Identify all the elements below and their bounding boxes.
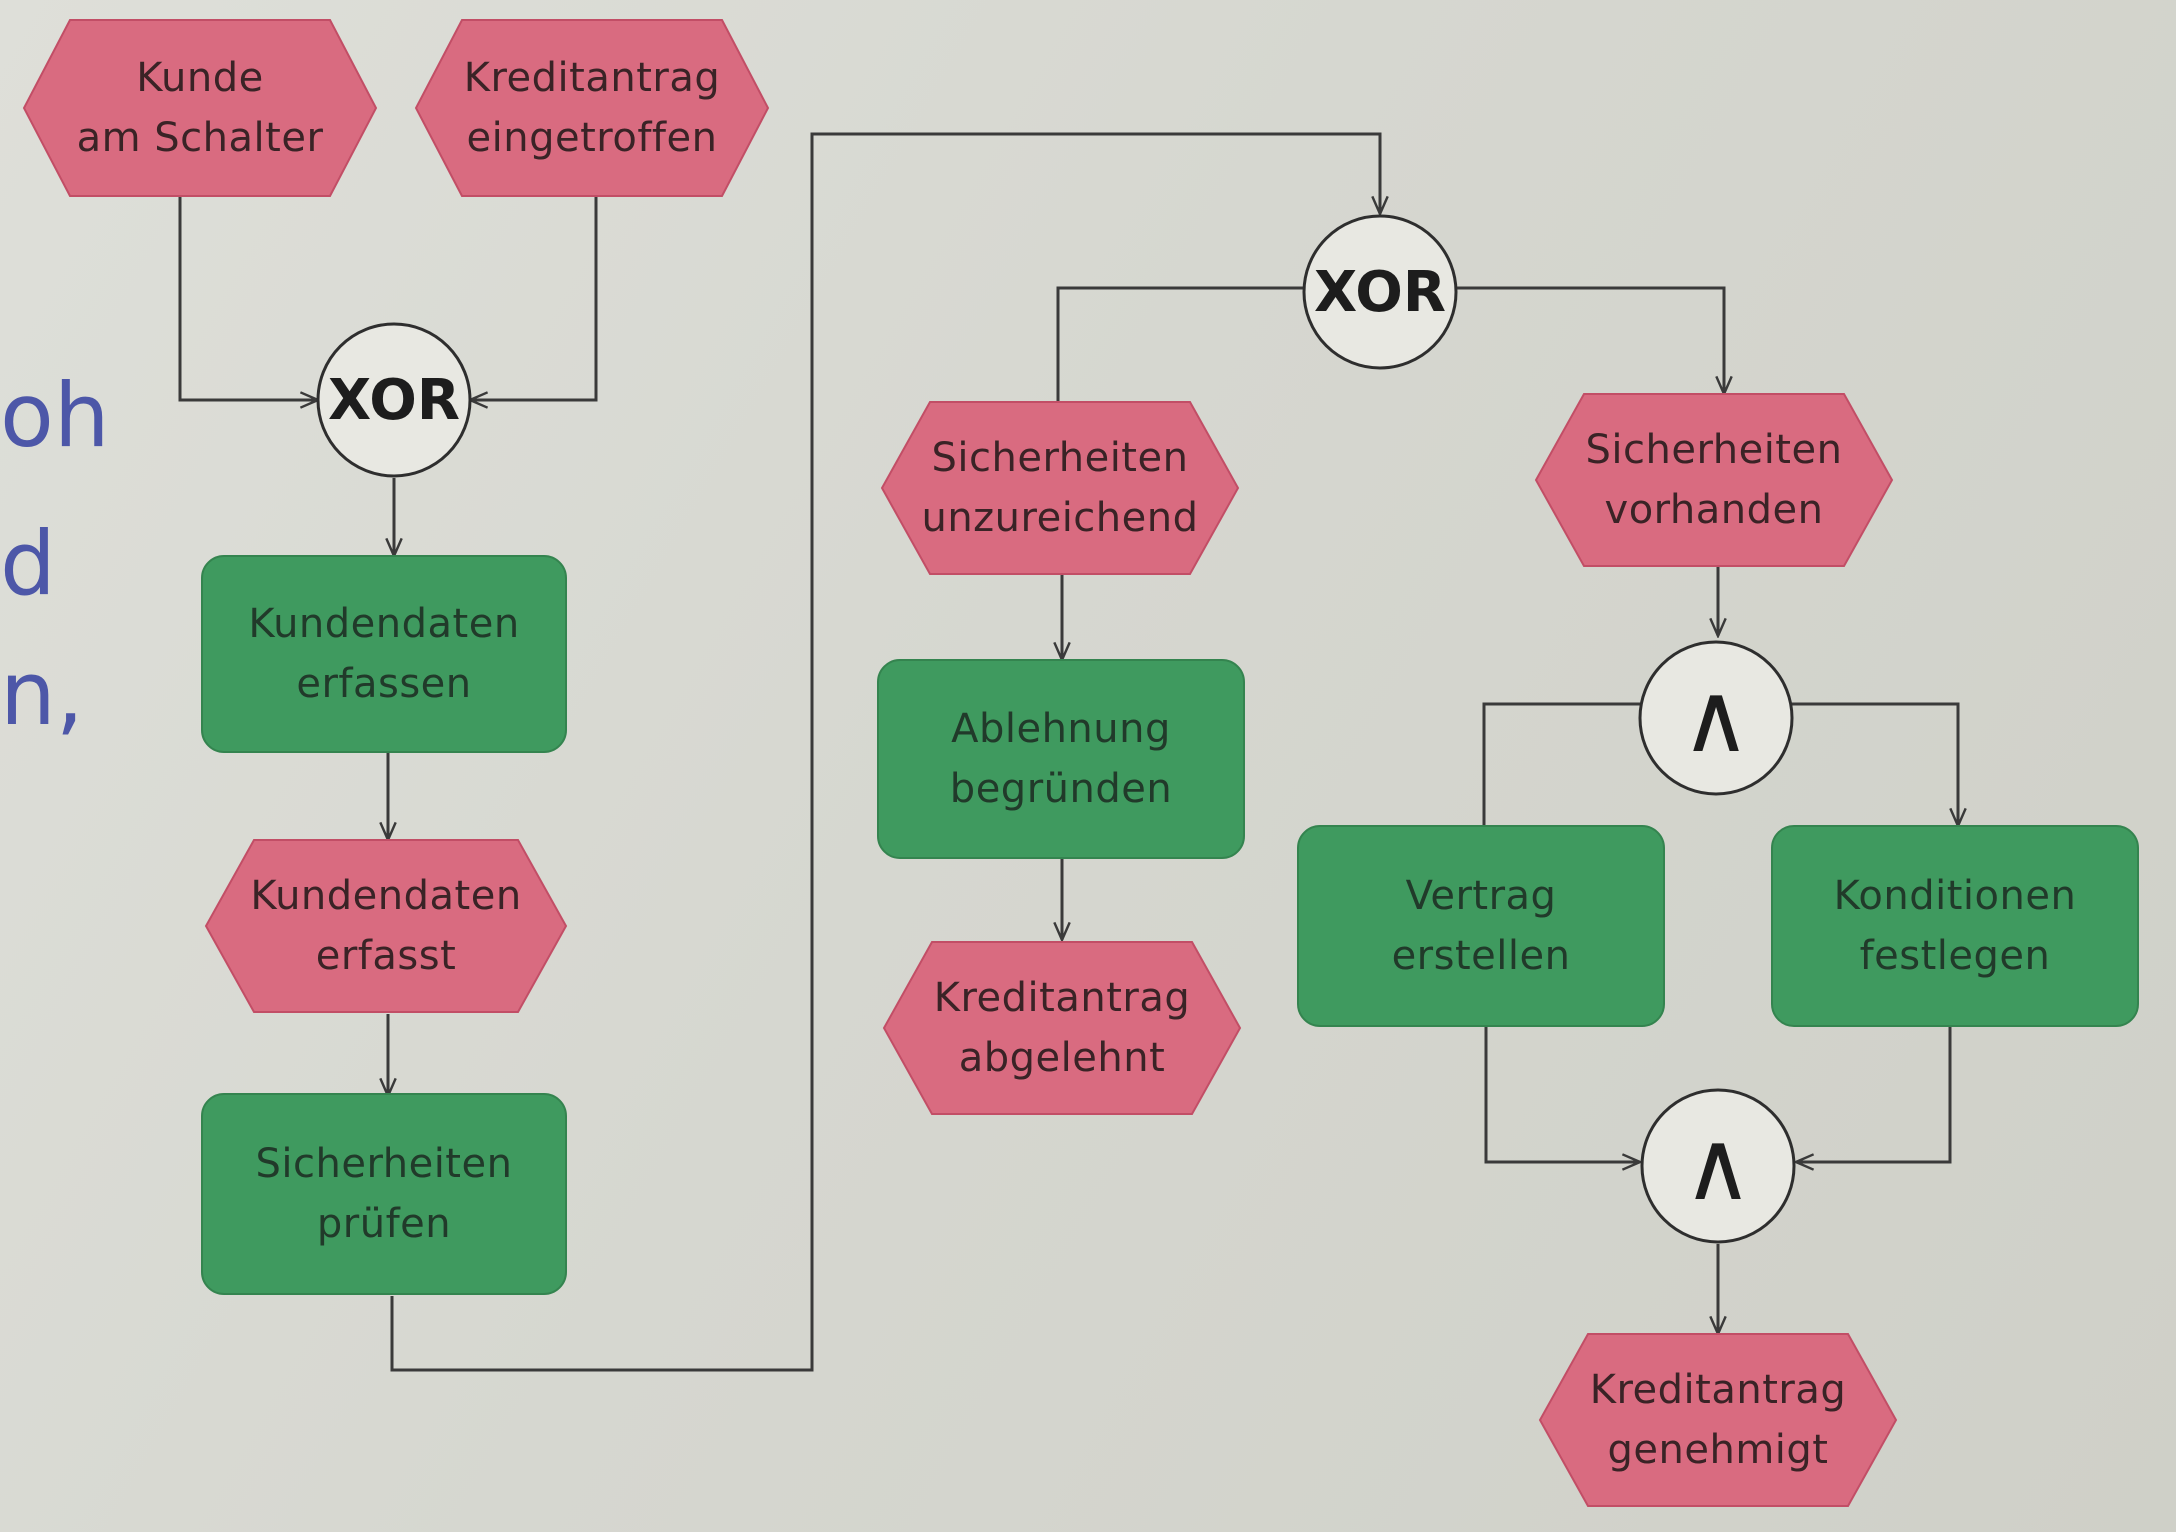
- connector-and-1: [1638, 640, 1794, 796]
- edge-konditionen-to-and2: [1796, 1026, 1952, 1162]
- edge-xor2-to-unzureichend: [1056, 286, 1304, 402]
- event-kreditantrag-abgelehnt: [882, 941, 1242, 1115]
- edge-pruefen-to-xor2: [390, 132, 1380, 1372]
- function-sicherheiten-pruefen: [201, 1093, 567, 1295]
- edge-and1-to-vertrag: [1482, 702, 1640, 826]
- events: [22, 19, 1898, 1507]
- side-text-line-2: d: [0, 512, 56, 615]
- event-sicherheiten-vorhanden: [1534, 393, 1894, 567]
- functions: [201, 555, 2139, 1295]
- event-sicherheiten-unzureichend: [880, 401, 1240, 575]
- edge-and1-to-konditionen: [1792, 702, 1958, 826]
- connectors: [316, 214, 1796, 1244]
- edge-xor2-to-vorhanden: [1456, 286, 1724, 394]
- connection-lines: [178, 132, 1958, 1372]
- function-vertrag-erstellen: [1297, 825, 1665, 1027]
- side-text-line-1: oh: [0, 364, 110, 467]
- side-text-line-3: n,: [0, 642, 84, 745]
- connector-xor-1: [316, 322, 472, 478]
- edge-vertrag-to-and2: [1484, 1026, 1640, 1162]
- event-kundendaten-erfasst: [204, 839, 568, 1013]
- event-kunde-am-schalter: [22, 19, 378, 197]
- function-konditionen-festlegen: [1771, 825, 2139, 1027]
- event-kreditantrag-genehmigt: [1538, 1333, 1898, 1507]
- edge-kunde-to-xor1: [178, 197, 318, 400]
- edge-kreditantrag-to-xor1: [470, 197, 598, 400]
- function-ablehnung-begruenden: [877, 659, 1245, 859]
- event-kreditantrag-eingetroffen: [414, 19, 770, 197]
- connector-and-2: [1640, 1088, 1796, 1244]
- connector-xor-2: [1302, 214, 1458, 370]
- function-kundendaten-erfassen: [201, 555, 567, 753]
